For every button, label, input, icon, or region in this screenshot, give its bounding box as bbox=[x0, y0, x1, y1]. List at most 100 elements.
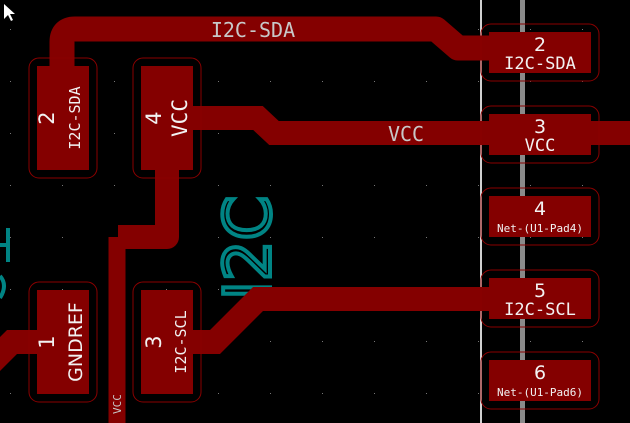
grid-dot bbox=[270, 341, 271, 342]
pad-net: I2C-SCL bbox=[504, 300, 576, 320]
grid-dot bbox=[426, 81, 427, 82]
left-pad-3[interactable]: 3 I2C-SCL bbox=[132, 281, 202, 403]
grid-dot bbox=[62, 289, 63, 290]
pad-copper bbox=[489, 196, 591, 237]
grid-dot bbox=[322, 81, 323, 82]
grid-dot bbox=[218, 237, 219, 238]
grid-dot bbox=[582, 29, 583, 30]
grid-dot bbox=[270, 81, 271, 82]
left-pad-4[interactable]: 4 VCC bbox=[132, 57, 202, 179]
grid-dot bbox=[10, 133, 11, 134]
trace-i2c-sda bbox=[49, 16, 500, 70]
grid-dot bbox=[426, 237, 427, 238]
grid-dot bbox=[10, 393, 11, 394]
grid-dot bbox=[478, 29, 479, 30]
pad-outline bbox=[480, 23, 600, 82]
pad-net: GNDREF bbox=[65, 302, 87, 382]
grid-dot bbox=[322, 393, 323, 394]
grid-dot bbox=[270, 393, 271, 394]
grid-dot bbox=[530, 29, 531, 30]
grid-dot bbox=[478, 185, 479, 186]
left-pad-2[interactable]: 2 I2C-SDA bbox=[28, 57, 98, 179]
pad-outline bbox=[480, 187, 600, 246]
grid-dot bbox=[218, 393, 219, 394]
pad-net: Net-(U1-Pad4) bbox=[497, 222, 583, 235]
pad-number: 6 bbox=[534, 362, 546, 384]
pad-number: 3 bbox=[534, 116, 546, 138]
grid-dot bbox=[218, 81, 219, 82]
grid-dot bbox=[10, 81, 11, 82]
grid-dot bbox=[166, 289, 167, 290]
arrow-pointer-icon bbox=[4, 4, 15, 21]
pad-net: I2C-SDA bbox=[66, 86, 84, 149]
trace-vcc-down bbox=[118, 165, 179, 249]
pad-net: I2C-SDA bbox=[504, 54, 576, 74]
trace-label-vcc: VCC bbox=[388, 122, 424, 146]
grid-dot bbox=[530, 341, 531, 342]
grid-dot bbox=[322, 237, 323, 238]
grid-dot bbox=[478, 341, 479, 342]
pad-net: Net-(U1-Pad6) bbox=[497, 386, 583, 399]
grid-dot bbox=[218, 133, 219, 134]
grid-dot bbox=[322, 341, 323, 342]
grid-dot bbox=[374, 341, 375, 342]
grid-dot bbox=[426, 185, 427, 186]
pad-net: I2C-SCL bbox=[172, 310, 190, 373]
pad-net: VCC bbox=[525, 136, 556, 156]
grid-dot bbox=[374, 393, 375, 394]
pad-outline bbox=[480, 351, 600, 410]
pad-copper bbox=[489, 278, 591, 319]
grid-dot bbox=[426, 393, 427, 394]
pad-number: 2 bbox=[534, 34, 546, 56]
grid-dot bbox=[322, 185, 323, 186]
pad-outline bbox=[480, 105, 600, 164]
grid-dot bbox=[10, 237, 11, 238]
pad-copper bbox=[489, 360, 591, 401]
grid-dot bbox=[218, 185, 219, 186]
pad-net: VCC bbox=[168, 99, 192, 137]
grid-dot bbox=[62, 185, 63, 186]
grid-dot bbox=[270, 237, 271, 238]
grid-dot bbox=[478, 81, 479, 82]
grid-dot bbox=[10, 289, 11, 290]
pad-copper bbox=[489, 114, 591, 155]
grid-dot bbox=[10, 185, 11, 186]
grid-dot bbox=[582, 341, 583, 342]
grid-dot bbox=[374, 237, 375, 238]
pad-copper bbox=[489, 32, 591, 73]
trace-vcc bbox=[180, 106, 630, 145]
grid-dot bbox=[530, 185, 531, 186]
grid-dot bbox=[218, 289, 219, 290]
grid-dot bbox=[270, 185, 271, 186]
pad-number: 4 bbox=[534, 198, 546, 220]
grid-dot bbox=[374, 185, 375, 186]
grid-dot bbox=[478, 393, 479, 394]
pad-number: 3 bbox=[142, 335, 166, 348]
trace-label-vcc-vertical: VCC bbox=[111, 394, 124, 414]
pad-number: 5 bbox=[534, 280, 546, 302]
pad-number: 2 bbox=[35, 111, 59, 124]
grid-dot bbox=[478, 237, 479, 238]
trace-label-sda: I2C-SDA bbox=[211, 18, 295, 42]
grid-dot bbox=[114, 81, 115, 82]
grid-dot bbox=[62, 237, 63, 238]
grid-dot bbox=[114, 133, 115, 134]
pad-number: 1 bbox=[35, 335, 59, 348]
trace-i2c-scl bbox=[185, 287, 500, 354]
grid-dot bbox=[374, 81, 375, 82]
grid-dot bbox=[114, 185, 115, 186]
grid-dot bbox=[582, 185, 583, 186]
left-pad-1[interactable]: 1 GNDREF bbox=[28, 281, 98, 403]
pad-number: 4 bbox=[142, 111, 166, 124]
pad-outline bbox=[480, 269, 600, 328]
grid-dot bbox=[426, 341, 427, 342]
grid-dot bbox=[582, 237, 583, 238]
silkscreen-fragment bbox=[0, 228, 10, 300]
